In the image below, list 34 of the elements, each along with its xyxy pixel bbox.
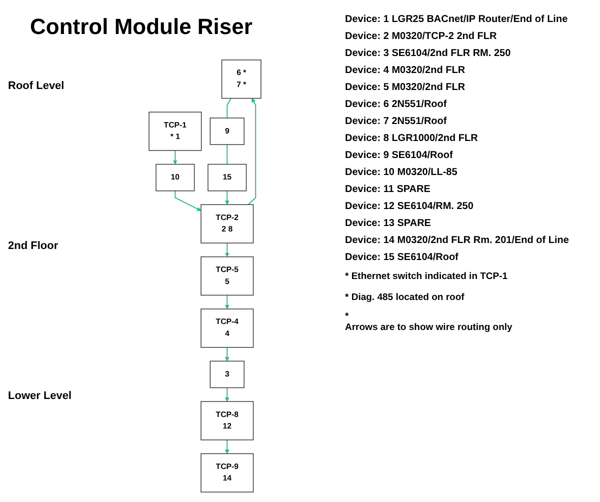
device-entry: Device: 11 SPARE	[345, 184, 432, 195]
arrow	[224, 439, 230, 454]
note-text: *	[345, 311, 350, 322]
device-entry: Device: 14 M0320/2nd FLR Rm. 201/End of Line	[345, 235, 570, 246]
connector	[226, 144, 228, 165]
device-entry: Device: 6 2N551/Roof	[345, 99, 448, 110]
device-entry: Device: 15 SE6104/Roof	[345, 252, 460, 263]
device-entry: Device: 4 M0320/2nd FLR	[345, 65, 466, 76]
arrow	[224, 346, 230, 362]
diagram-title: Control Module Riser	[30, 14, 252, 40]
device-entry: Device: 8 LGR1000/2nd FLR	[345, 133, 479, 144]
arrow	[224, 242, 230, 257]
arrow	[224, 387, 230, 402]
device-entry: Device: 13 SPARE	[345, 218, 432, 229]
connector	[226, 98, 232, 118]
device-entry: Device: 10 M0320/LL-85	[345, 167, 458, 178]
arrow	[224, 294, 230, 310]
device-entry: Device: 12 SE6104/RM. 250	[345, 201, 474, 212]
arrow	[173, 150, 178, 164]
level-label: Lower Level	[8, 390, 72, 402]
device-entry: Device: 3 SE6104/2nd FLR RM. 250	[345, 48, 512, 59]
device-entry: Device: 5 M0320/2nd FLR	[345, 82, 466, 93]
arrow	[174, 190, 202, 211]
device-entry: Device: 9 SE6104/Roof	[345, 150, 454, 161]
note-text: Arrows are to show wire routing only	[345, 322, 514, 333]
device-entry: Device: 2 M0320/TCP-2 2nd FLR	[345, 31, 498, 42]
device-entry: Device: 7 2N551/Roof	[345, 116, 448, 127]
device-entry: Device: 1 LGR25 BACnet/IP Router/End of Line	[345, 14, 569, 25]
level-label: 2nd Floor	[8, 240, 58, 252]
arrow	[248, 98, 256, 206]
note-text: * Ethernet switch indicated in TCP-1	[345, 271, 509, 282]
level-label: Roof Level	[8, 80, 64, 92]
arrow	[224, 190, 230, 205]
note-text: * Diag. 485 located on roof	[345, 292, 466, 303]
